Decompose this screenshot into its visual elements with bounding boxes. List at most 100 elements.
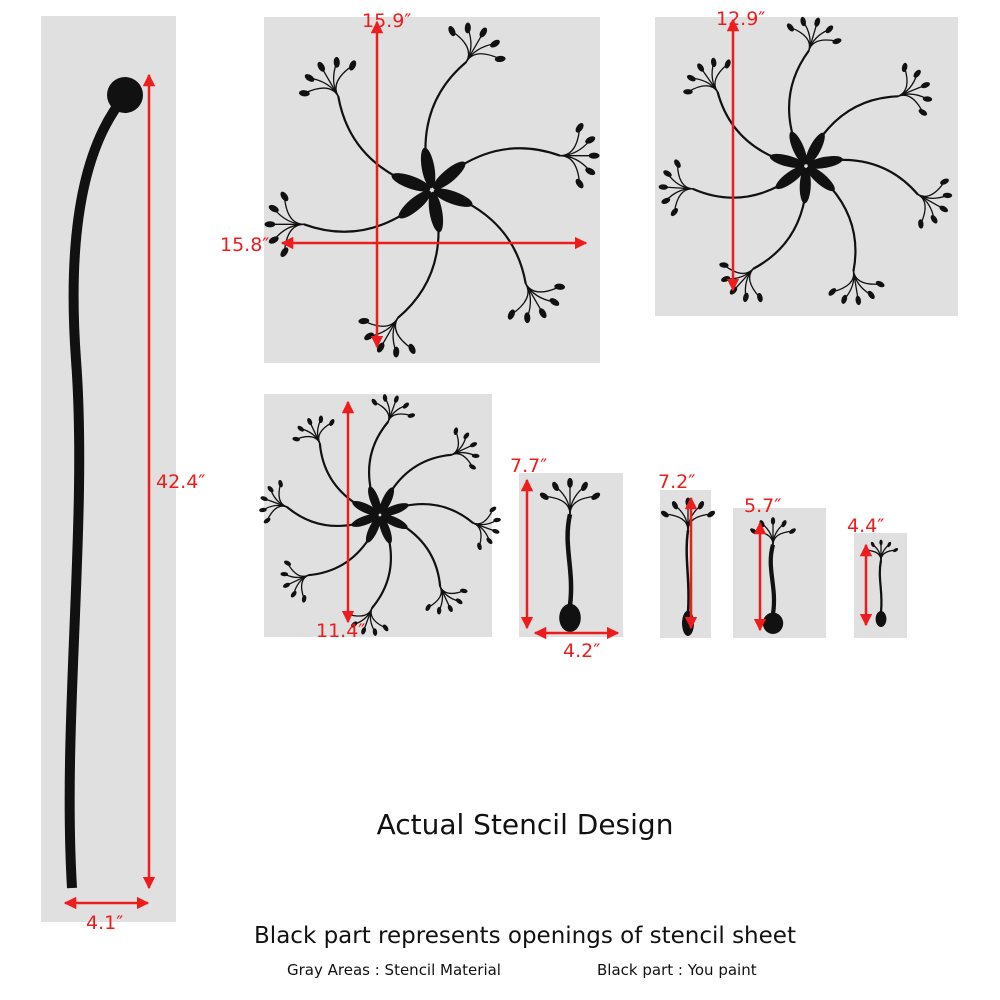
flower-stem — [390, 453, 452, 492]
flower-stem — [318, 443, 357, 505]
seed-tip — [721, 276, 731, 283]
seed-tip — [930, 215, 938, 224]
seed-tip — [301, 595, 307, 603]
flower-stem — [424, 61, 468, 154]
seed-tip — [280, 191, 289, 202]
seed-tip — [575, 123, 584, 133]
seed-tip — [318, 415, 324, 424]
dim-medium-height: 12.9″ — [716, 8, 766, 30]
seed-tip — [436, 606, 442, 615]
seed-tip — [268, 236, 279, 244]
flower-stem — [466, 201, 527, 284]
petal — [381, 514, 408, 530]
seed-tip — [489, 506, 497, 513]
seed-tip — [263, 517, 271, 524]
petal — [391, 173, 431, 192]
seed-tip — [825, 25, 834, 34]
seed-tip — [786, 23, 795, 32]
seed-tip — [494, 55, 506, 63]
seed-stem — [878, 560, 883, 612]
seed-tip — [539, 492, 549, 500]
flower-stem — [820, 95, 899, 138]
seed-tip — [585, 167, 596, 176]
seed-stem — [565, 513, 574, 606]
seed-tip — [697, 63, 705, 72]
small-flower — [259, 394, 501, 636]
petal — [398, 190, 432, 219]
seed-tip — [588, 152, 600, 159]
seed-tip — [260, 496, 268, 502]
seed-tip — [393, 395, 399, 403]
seed-tip — [832, 38, 842, 45]
seed-tip — [887, 541, 892, 548]
seed-tip — [268, 204, 279, 213]
flower-stem — [752, 198, 806, 270]
seed-tip — [918, 108, 928, 116]
petal — [775, 166, 806, 190]
petal — [378, 516, 392, 544]
seed-tip — [259, 507, 267, 513]
seed-tip — [922, 96, 933, 102]
seed-tip — [942, 192, 953, 199]
dim-seed1-width: 4.2″ — [563, 640, 601, 662]
seed-4 — [863, 539, 899, 627]
seed-tip — [814, 17, 821, 27]
seed-tip — [382, 624, 389, 632]
seed-tip — [841, 294, 848, 304]
seed-tip — [297, 425, 305, 432]
seed-tip — [549, 298, 560, 306]
seed-tip — [757, 292, 763, 303]
seed-tip — [407, 413, 416, 418]
petal — [433, 188, 473, 207]
seed-body — [559, 603, 581, 632]
seed-tip — [674, 159, 681, 168]
dim-stem-height: 42.4″ — [156, 471, 206, 493]
seed-tip — [448, 26, 456, 37]
dim-stem-width: 4.1″ — [86, 912, 124, 934]
flower-stem — [308, 538, 370, 577]
seed-tip — [486, 537, 493, 545]
seed-tip — [789, 528, 796, 534]
seed-tip — [284, 560, 292, 566]
legend-gray: Gray Areas : Stencil Material — [287, 961, 501, 979]
petal — [379, 487, 395, 514]
dim-seed2-height: 7.2″ — [658, 471, 696, 493]
petal — [806, 166, 835, 192]
flower-stem — [404, 502, 474, 525]
flower-stem — [337, 96, 398, 179]
seed-body — [875, 610, 887, 627]
design-title: Actual Stencil Design — [376, 808, 674, 841]
large-flower-panel — [264, 17, 600, 363]
seed-tip — [372, 628, 378, 636]
seed-tip — [402, 402, 410, 409]
seed-tip — [743, 292, 749, 302]
medium-flower-panel — [655, 17, 958, 316]
dim-seed4-height: 4.4″ — [847, 515, 885, 537]
seed-tip — [453, 427, 459, 435]
petal — [428, 191, 444, 233]
seed-tip — [492, 528, 500, 534]
seed-tip — [358, 317, 370, 325]
seed-tip — [382, 394, 388, 402]
seed-tip — [267, 485, 274, 493]
seed-tip — [282, 582, 291, 588]
seed-tip — [867, 290, 875, 300]
seed-tip — [710, 57, 717, 68]
seed-tip — [371, 398, 378, 406]
petal — [799, 167, 811, 204]
flower-stem — [396, 226, 440, 319]
seed-tip — [408, 343, 416, 354]
seed-tip — [479, 27, 488, 38]
seed-tip — [828, 288, 837, 296]
seed-tip — [493, 517, 501, 523]
seed-tip — [671, 501, 679, 510]
seed-stem — [768, 544, 777, 615]
flower-stem — [787, 49, 810, 137]
flower-stem — [286, 505, 356, 528]
seed-tip — [581, 481, 588, 492]
seed-tip — [425, 603, 431, 611]
seed-tip — [264, 221, 276, 228]
seed-tip — [455, 598, 463, 605]
medium-flower — [658, 16, 953, 306]
